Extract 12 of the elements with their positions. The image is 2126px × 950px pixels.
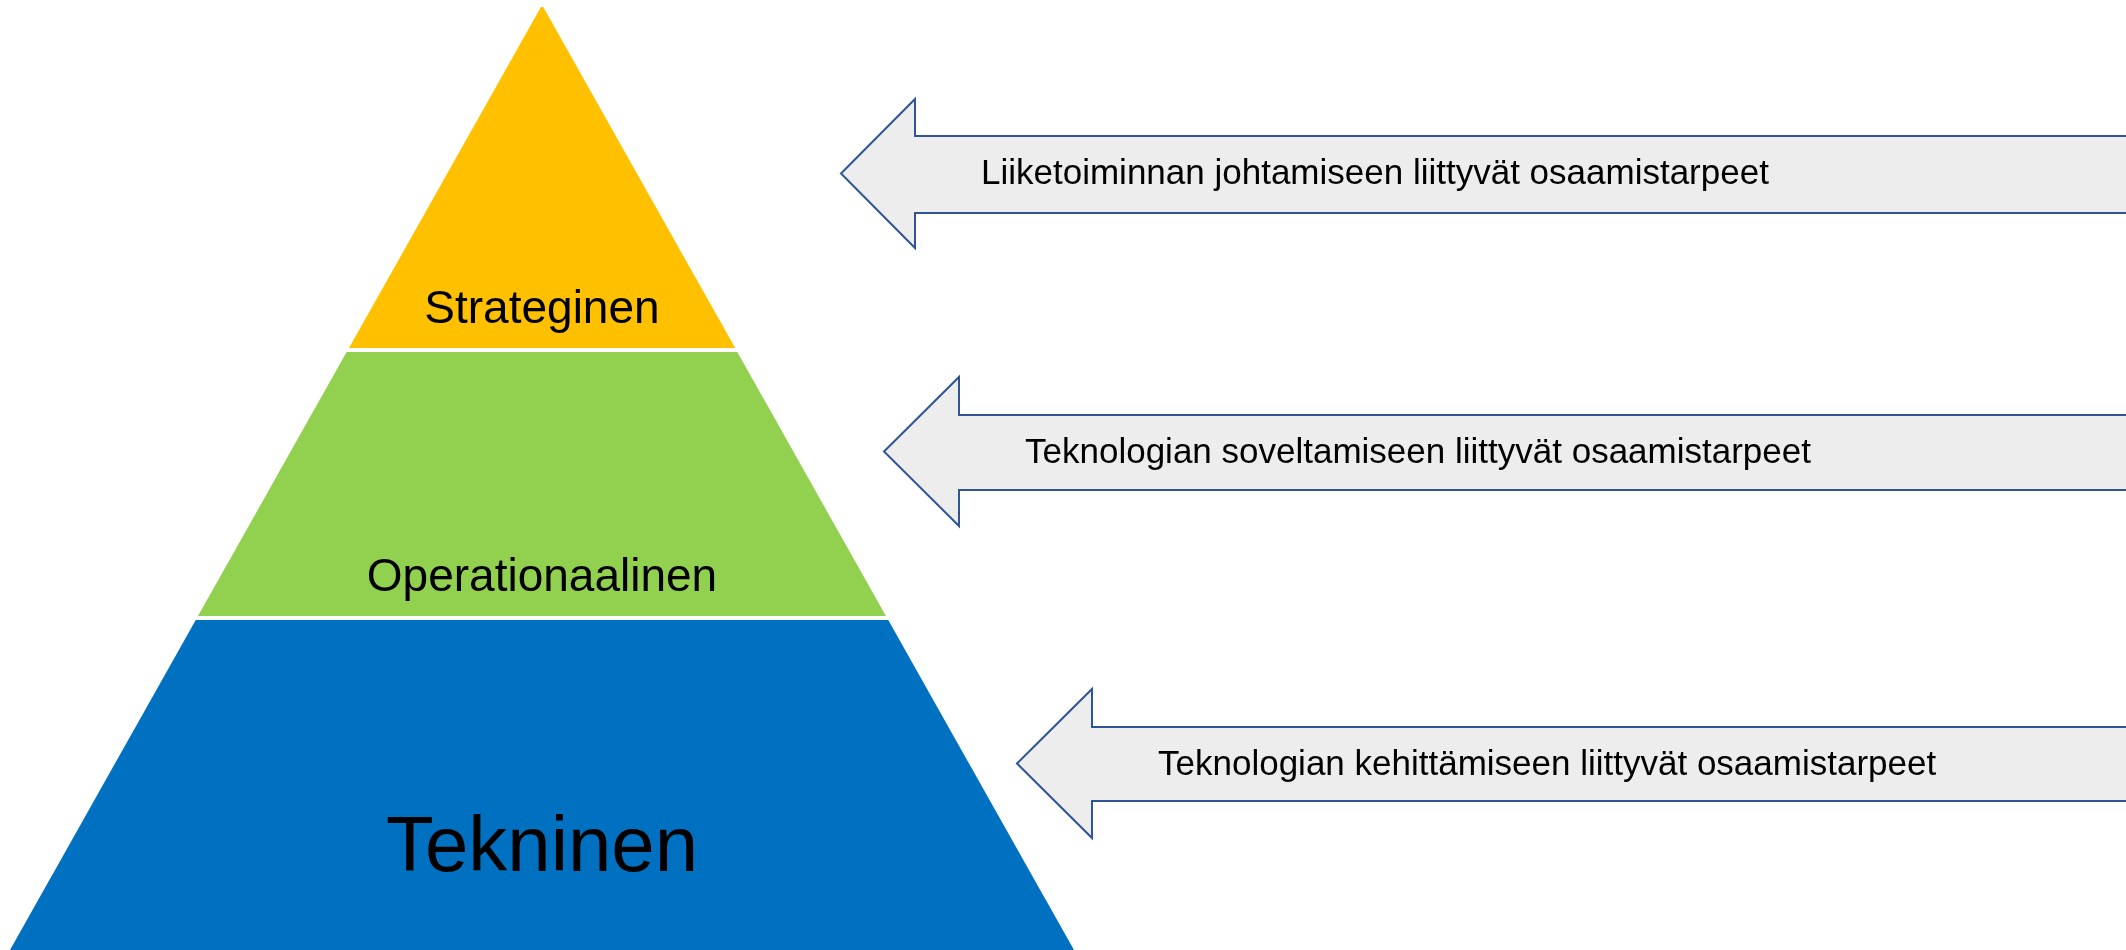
- level-label: Tekninen: [384, 799, 700, 890]
- arrow-label: Teknologian kehittämiseen liittyvät osaamistarpeet: [1158, 743, 1937, 783]
- block-arrow: [1017, 689, 2126, 838]
- level-label: Operationaalinen: [365, 548, 719, 602]
- block-arrow: [841, 99, 2126, 248]
- arrow-label: Liiketoiminnan johtamiseen liittyvät osaamistarpeet: [981, 152, 1769, 192]
- arrow-label: Teknologian soveltamiseen liittyvät osaamistarpeet: [1025, 431, 1811, 471]
- pyramid-top-level: [348, 7, 736, 348]
- pyramid-middle-level: [198, 352, 886, 616]
- block-arrow: [884, 377, 2126, 526]
- level-label: Strateginen: [423, 280, 661, 334]
- pyramid-base-level: [10, 620, 1074, 950]
